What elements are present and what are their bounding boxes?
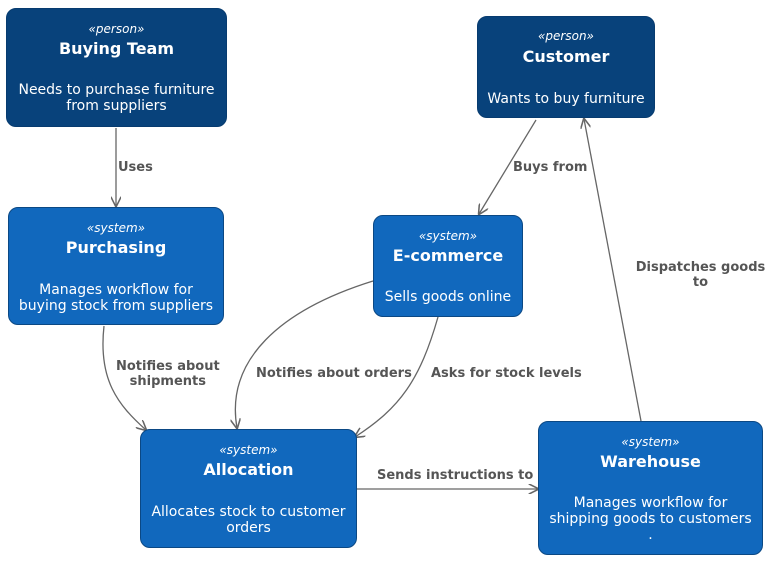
edge-notifies-about-orders — [235, 280, 374, 428]
buying-team-description: Needs to purchase furniture from supplie… — [18, 82, 215, 114]
edge-label-buys-from: Buys from — [513, 160, 588, 175]
node-ecommerce[interactable]: «system» E-commerce Sells goods online — [373, 215, 523, 317]
edge-label-dispatches-goods-to: Dispatches goods to — [635, 260, 766, 290]
warehouse-stereotype: «system» — [621, 435, 680, 449]
purchasing-stereotype: «system» — [86, 221, 146, 235]
edge-label-notifies-about-shipments: Notifies about shipments — [116, 359, 220, 389]
buying-team-title: Buying Team — [58, 39, 175, 58]
edge-label-asks-for-stock-levels: Asks for stock levels — [431, 366, 582, 381]
edge-label-uses: Uses — [118, 160, 153, 175]
ecommerce-stereotype: «system» — [418, 229, 478, 243]
allocation-stereotype: «system» — [219, 443, 278, 457]
edge-label-sends-instructions-to: Sends instructions to — [377, 468, 534, 483]
edge-buys-from — [479, 119, 537, 214]
node-allocation[interactable]: «system» Allocation Allocates stock to c… — [140, 429, 357, 548]
allocation-title: Allocation — [203, 460, 294, 479]
buying-team-stereotype: «person» — [88, 22, 145, 36]
node-purchasing[interactable]: «system» Purchasing Manages workflow for… — [8, 207, 224, 325]
node-buying-team[interactable]: «person» Buying Team Needs to purchase f… — [6, 8, 227, 127]
ecommerce-description: Sells goods online — [384, 289, 512, 305]
warehouse-title: Warehouse — [600, 452, 701, 471]
ecommerce-title: E-commerce — [392, 246, 504, 265]
edge-notifies-about-shipments — [102, 325, 146, 430]
customer-title: Customer — [522, 47, 610, 66]
warehouse-description: Manages workflow for shipping goods to c… — [549, 495, 752, 543]
edge-asks-for-stock-levels — [355, 316, 439, 437]
node-customer[interactable]: «person» Customer Wants to buy furniture — [477, 16, 655, 118]
customer-description: Wants to buy furniture — [487, 91, 645, 107]
node-warehouse[interactable]: «system» Warehouse Manages workflow for … — [538, 421, 763, 555]
purchasing-description: Manages workflow for buying stock from s… — [18, 282, 214, 314]
allocation-description: Allocates stock to customer orders — [151, 504, 346, 536]
purchasing-title: Purchasing — [65, 238, 167, 257]
edge-dispatches-goods-to — [584, 119, 642, 422]
edge-label-notifies-about-orders: Notifies about orders — [256, 366, 412, 381]
customer-stereotype: «person» — [538, 29, 594, 43]
